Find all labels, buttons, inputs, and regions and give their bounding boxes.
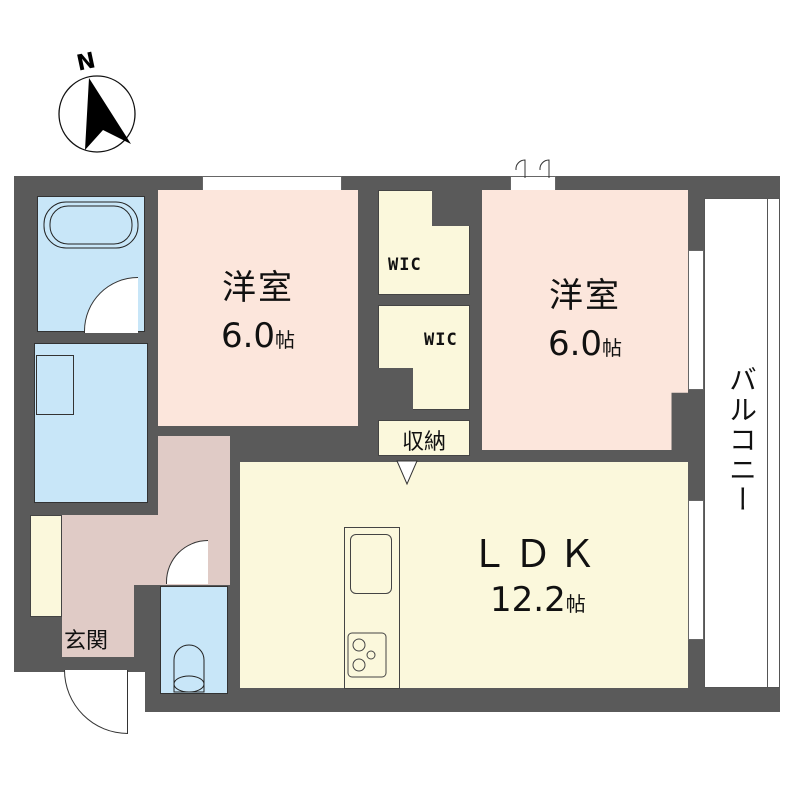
- balcony: バルコニー: [704, 198, 780, 688]
- stove-icon: [347, 632, 387, 678]
- ldk-room: ＬＤＫ 12.2帖: [240, 462, 688, 688]
- western-room-1: 洋室 6.0帖: [158, 190, 358, 426]
- door-bedroom2-top: [510, 176, 556, 192]
- storage-label: 収納: [401, 430, 446, 455]
- kitchen-counter: [344, 527, 400, 689]
- wic-2-label: WIC: [424, 330, 458, 350]
- washroom: [34, 343, 148, 503]
- western-room-1-size: 6.0帖: [220, 316, 296, 356]
- wic1-notch: [432, 190, 472, 226]
- double-door-swing-icon: [515, 159, 550, 178]
- ldk-door-arrow-icon: [396, 460, 418, 486]
- sink-icon: [350, 534, 392, 594]
- ldk-size: 12.2帖: [490, 580, 586, 620]
- ldk-name: ＬＤＫ: [470, 532, 603, 576]
- western-room-1-name: 洋室: [222, 268, 294, 308]
- window-ldk-balcony: [688, 500, 704, 640]
- shoe-cabinet: [30, 515, 62, 617]
- storage-closet: [378, 420, 470, 456]
- entrance: 玄関: [62, 585, 134, 657]
- north-compass: N: [55, 48, 145, 160]
- balcony-label: バルコニー: [725, 365, 758, 515]
- north-arrow-icon: [58, 75, 136, 153]
- bathtub-icon: [43, 201, 139, 249]
- front-door[interactable]: [64, 670, 128, 734]
- wic-1-label: WIC: [388, 255, 422, 275]
- window-bedroom2-balcony: [688, 250, 704, 390]
- washbasin-icon: [36, 355, 74, 415]
- wic2-notch: [378, 368, 413, 412]
- entrance-label: 玄関: [64, 629, 109, 654]
- balcony-rail: [767, 199, 768, 687]
- western-room-2-size: 6.0帖: [547, 324, 623, 364]
- western-room-2-name: 洋室: [549, 276, 621, 316]
- toilet-icon: [173, 644, 205, 693]
- western-room-2: 洋室 6.0帖: [482, 190, 688, 450]
